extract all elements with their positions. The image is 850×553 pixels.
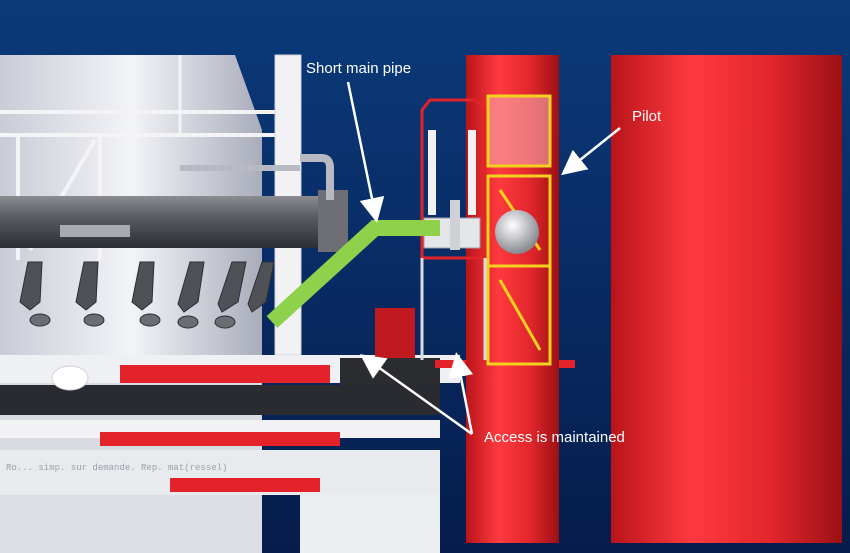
arrow-short-main-pipe bbox=[346, 81, 385, 223]
arrow-access-2 bbox=[448, 352, 474, 435]
ring-header-pipe bbox=[0, 154, 348, 252]
label-access-maintained: Access is maintained bbox=[484, 429, 625, 446]
base-platform bbox=[0, 308, 575, 553]
red-column-right bbox=[611, 55, 842, 543]
arrow-pilot bbox=[561, 127, 621, 176]
short-main-pipe bbox=[266, 220, 440, 328]
pilot-frame bbox=[420, 98, 487, 360]
drawing-note: Ro... simp. sur demande. Rep. mat(ressel… bbox=[6, 463, 227, 473]
label-pilot: Pilot bbox=[632, 108, 662, 125]
label-short-main-pipe: Short main pipe bbox=[306, 60, 411, 77]
arrow-access-1 bbox=[359, 354, 473, 436]
burner-nozzles bbox=[19, 261, 275, 329]
annotation-arrows bbox=[346, 81, 621, 436]
